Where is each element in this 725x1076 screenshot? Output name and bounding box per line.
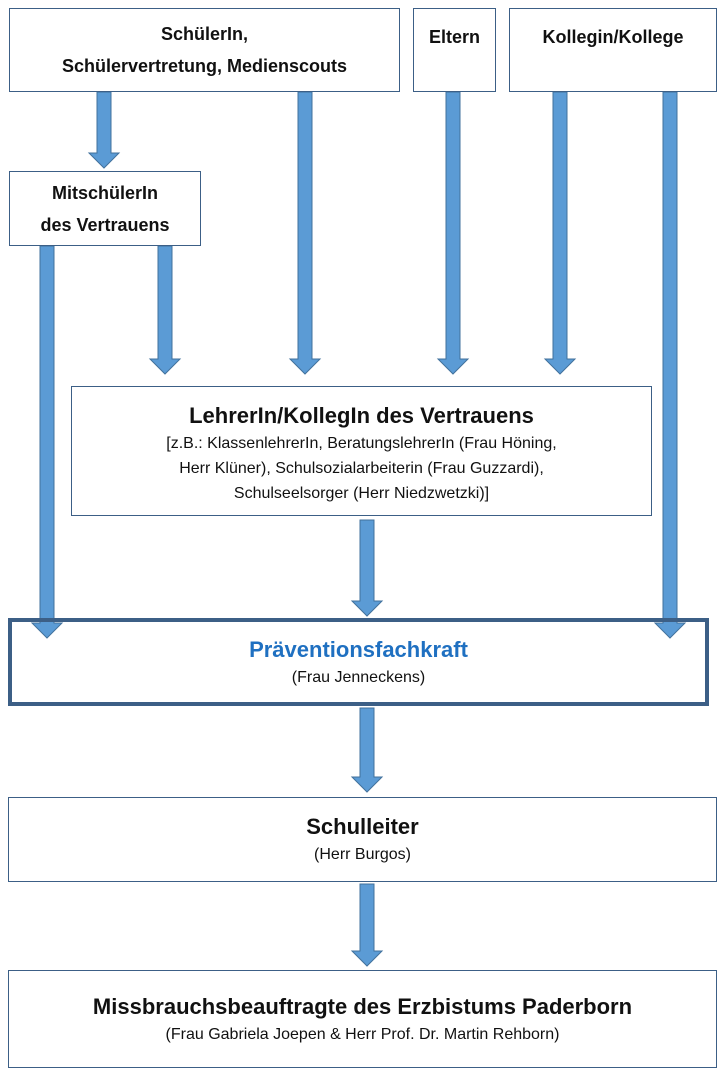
arrow-kollege-to-praevention	[653, 91, 687, 639]
box-kollege: Kollegin/Kollege	[509, 8, 717, 92]
lehrer-detail-2: Herr Klüner), Schulsozialarbeiterin (Fra…	[179, 459, 544, 477]
mitschueler-line1: MitschülerIn	[51, 182, 158, 203]
lehrer-title: LehrerIn/KollegIn des Vertrauens	[189, 402, 534, 428]
missbrauch-name: (Frau Gabriela Joepen & Herr Prof. Dr. M…	[165, 1025, 560, 1043]
arrow-mitschueler-to-praevention	[30, 245, 64, 639]
box-schulleiter: Schulleiter (Herr Burgos)	[8, 797, 717, 882]
box-lehrer: LehrerIn/KollegIn des Vertrauens [z.B.: …	[71, 386, 652, 516]
eltern-label: Eltern	[428, 27, 480, 47]
lehrer-detail-3: Schulseelsorger (Herr Niedzwetzki)]	[233, 484, 490, 502]
box-schueler: SchülerIn, Schülervertretung, Medienscou…	[9, 8, 400, 92]
schulleiter-title: Schulleiter	[306, 814, 419, 839]
box-praevention: Präventionsfachkraft (Frau Jenneckens)	[8, 618, 709, 706]
schueler-line1: SchülerIn,	[160, 24, 249, 44]
missbrauch-title: Missbrauchsbeauftragte des Erzbistums Pa…	[92, 993, 633, 1019]
arrow-lehrer-to-praevention	[350, 519, 384, 617]
mitschueler-line2: des Vertrauens	[40, 214, 170, 235]
arrow-kollege-to-lehrer	[543, 91, 577, 375]
lehrer-detail-1: [z.B.: KlassenlehrerIn, BeratungslehrerI…	[166, 434, 557, 452]
praevention-title: Präventionsfachkraft	[249, 636, 468, 662]
box-eltern: Eltern	[413, 8, 496, 92]
arrow-praevention-to-schulleiter	[350, 707, 384, 793]
arrow-mitschueler-to-lehrer	[148, 245, 182, 375]
arrow-schueler-to-mitschueler	[87, 91, 121, 169]
box-missbrauch: Missbrauchsbeauftragte des Erzbistums Pa…	[8, 970, 717, 1068]
box-mitschueler: MitschülerIn des Vertrauens	[9, 171, 201, 246]
arrow-schueler-to-lehrer	[288, 91, 322, 375]
schulleiter-name: (Herr Burgos)	[314, 846, 411, 863]
praevention-name: (Frau Jenneckens)	[291, 668, 426, 686]
arrow-eltern-to-lehrer	[436, 91, 470, 375]
schueler-line2: Schülervertretung, Medienscouts	[61, 56, 348, 76]
kollege-label: Kollegin/Kollege	[542, 27, 684, 47]
arrow-schulleiter-to-missbrauch	[350, 883, 384, 967]
